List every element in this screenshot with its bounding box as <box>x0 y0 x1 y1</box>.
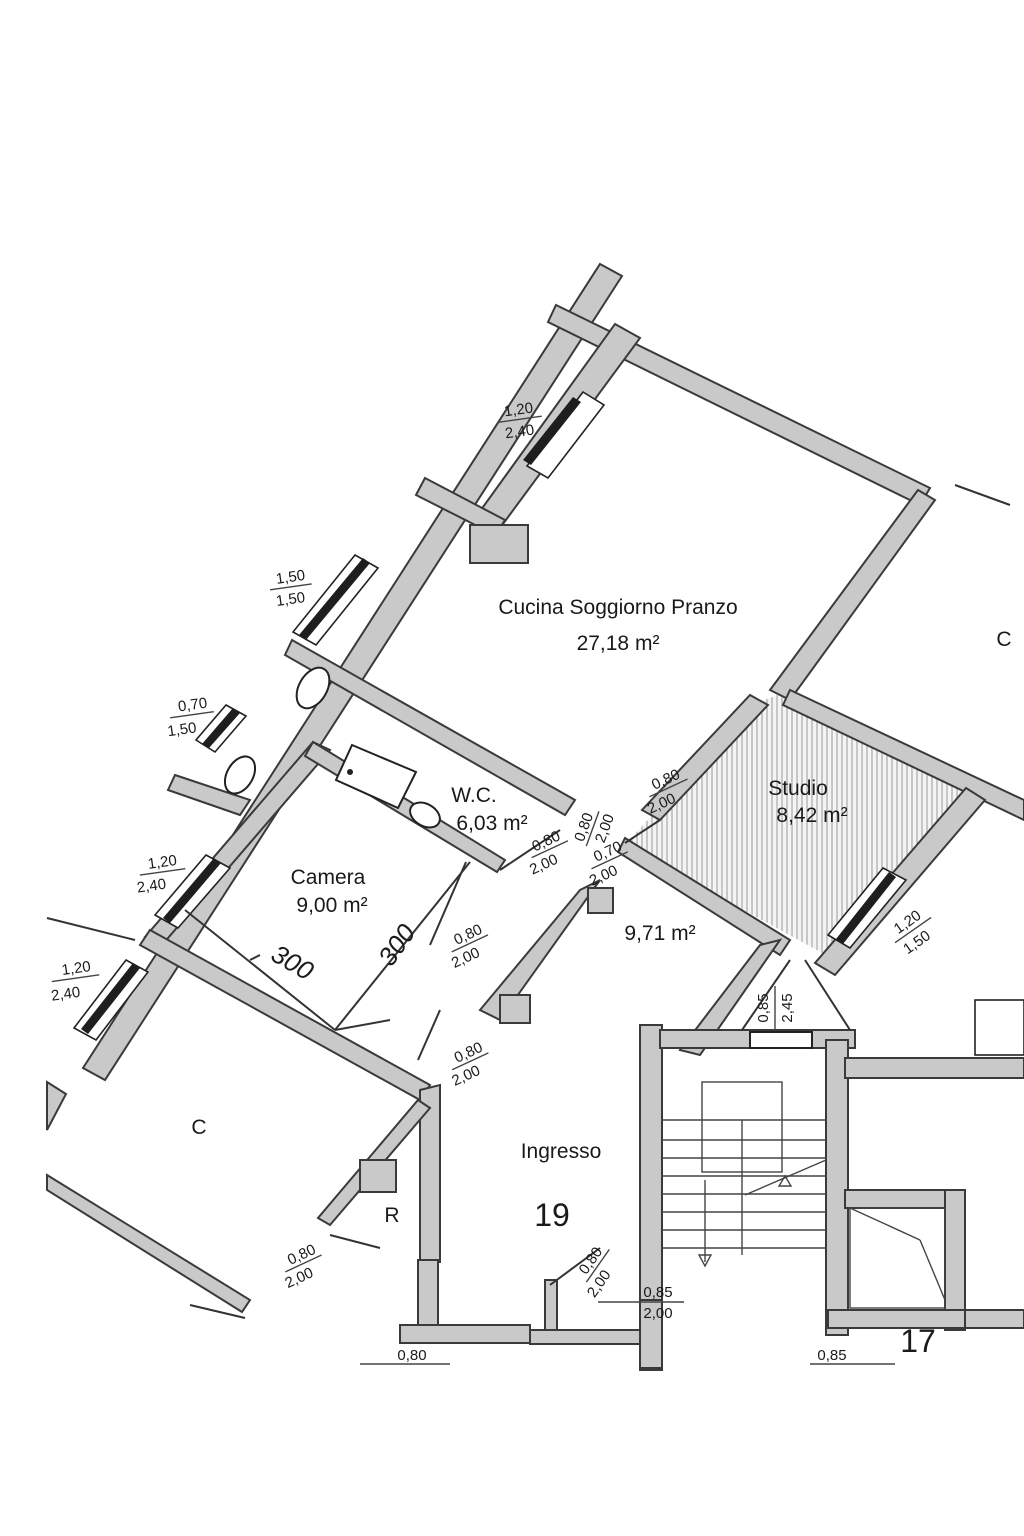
door-label-bottom-left: 0,80 <box>360 1347 450 1365</box>
camera-width-dimension: 300 <box>266 938 319 986</box>
fixtures <box>223 666 813 1049</box>
room-c-left: C <box>191 1116 206 1139</box>
camera-depth-dimension: 300 <box>372 918 422 971</box>
svg-text:0,85: 0,85 <box>817 1347 846 1364</box>
window-label-2: 1,50 1,50 <box>269 567 312 610</box>
window-label-6: 1,20 1,50 <box>891 907 934 958</box>
studio-area: 8,42 m² <box>776 804 847 827</box>
svg-text:2,45: 2,45 <box>779 993 796 1022</box>
svg-text:1,50: 1,50 <box>275 589 306 610</box>
wc-area: 6,03 m² <box>456 812 527 835</box>
door-label-bottom-right: 0,85 <box>810 1347 895 1365</box>
svg-text:2,00: 2,00 <box>449 944 483 972</box>
window-label-1: 1,20 2,40 <box>497 399 542 442</box>
door-label-camera: 0,80 2,00 <box>449 921 489 972</box>
bidet-icon <box>295 666 331 710</box>
sink-icon <box>409 801 441 829</box>
window-label-3: 0,70 1,50 <box>166 695 214 740</box>
door-label-corridor-a: 0,80 2,00 <box>571 811 618 847</box>
svg-text:0,80: 0,80 <box>397 1347 426 1364</box>
door-label-entrance-19: 0,80 2,00 <box>576 1244 615 1301</box>
ingresso-name: Ingresso <box>521 1140 602 1163</box>
svg-text:2,00: 2,00 <box>587 862 621 890</box>
door-label-c-bottom: 0,80 2,00 <box>282 1241 322 1292</box>
shower-icon <box>334 743 418 810</box>
door-label-stairs: 0,85 2,00 <box>598 1284 684 1322</box>
svg-text:2,00: 2,00 <box>282 1264 316 1292</box>
toilet-icon <box>223 755 257 795</box>
window-label-5: 1,20 2,40 <box>50 958 100 1005</box>
svg-text:0,70: 0,70 <box>177 695 208 716</box>
unit-number-19: 19 <box>534 1197 570 1233</box>
svg-text:2,40: 2,40 <box>136 876 167 897</box>
kitchen-name: Cucina Soggiorno Pranzo <box>498 596 737 619</box>
camera-area: 9,00 m² <box>296 894 367 917</box>
dimension-lines <box>184 861 471 1031</box>
room-r: R <box>384 1204 399 1227</box>
svg-text:1,20: 1,20 <box>61 958 92 979</box>
svg-text:2,00: 2,00 <box>527 851 561 879</box>
kitchen-area: 27,18 m² <box>577 632 660 655</box>
svg-text:0,85: 0,85 <box>755 993 772 1022</box>
svg-text:1,20: 1,20 <box>147 852 178 873</box>
window-label-4: 1,20 2,40 <box>136 852 186 897</box>
svg-text:2,00: 2,00 <box>643 1305 672 1322</box>
svg-text:2,40: 2,40 <box>504 421 535 442</box>
staircase <box>662 999 1024 1309</box>
svg-text:1,20: 1,20 <box>503 399 534 420</box>
svg-text:2,40: 2,40 <box>50 984 81 1005</box>
corridor-area: 9,71 m² <box>624 922 695 945</box>
svg-text:2,00: 2,00 <box>449 1062 483 1090</box>
svg-text:1,50: 1,50 <box>275 567 306 588</box>
camera-name: Camera <box>291 866 366 889</box>
wc-name: W.C. <box>451 784 497 807</box>
door-lines <box>46 484 1011 1319</box>
door-label-stair-landing: 0,85 2,45 <box>755 986 796 1030</box>
svg-text:1,50: 1,50 <box>166 719 197 740</box>
studio-name: Studio <box>768 777 828 800</box>
windows <box>72 390 908 1042</box>
door-label-c-left: 0,80 2,00 <box>449 1039 489 1090</box>
svg-text:0,85: 0,85 <box>643 1284 672 1301</box>
unit-number-17: 17 <box>900 1323 936 1359</box>
room-c-right: C <box>996 628 1011 651</box>
